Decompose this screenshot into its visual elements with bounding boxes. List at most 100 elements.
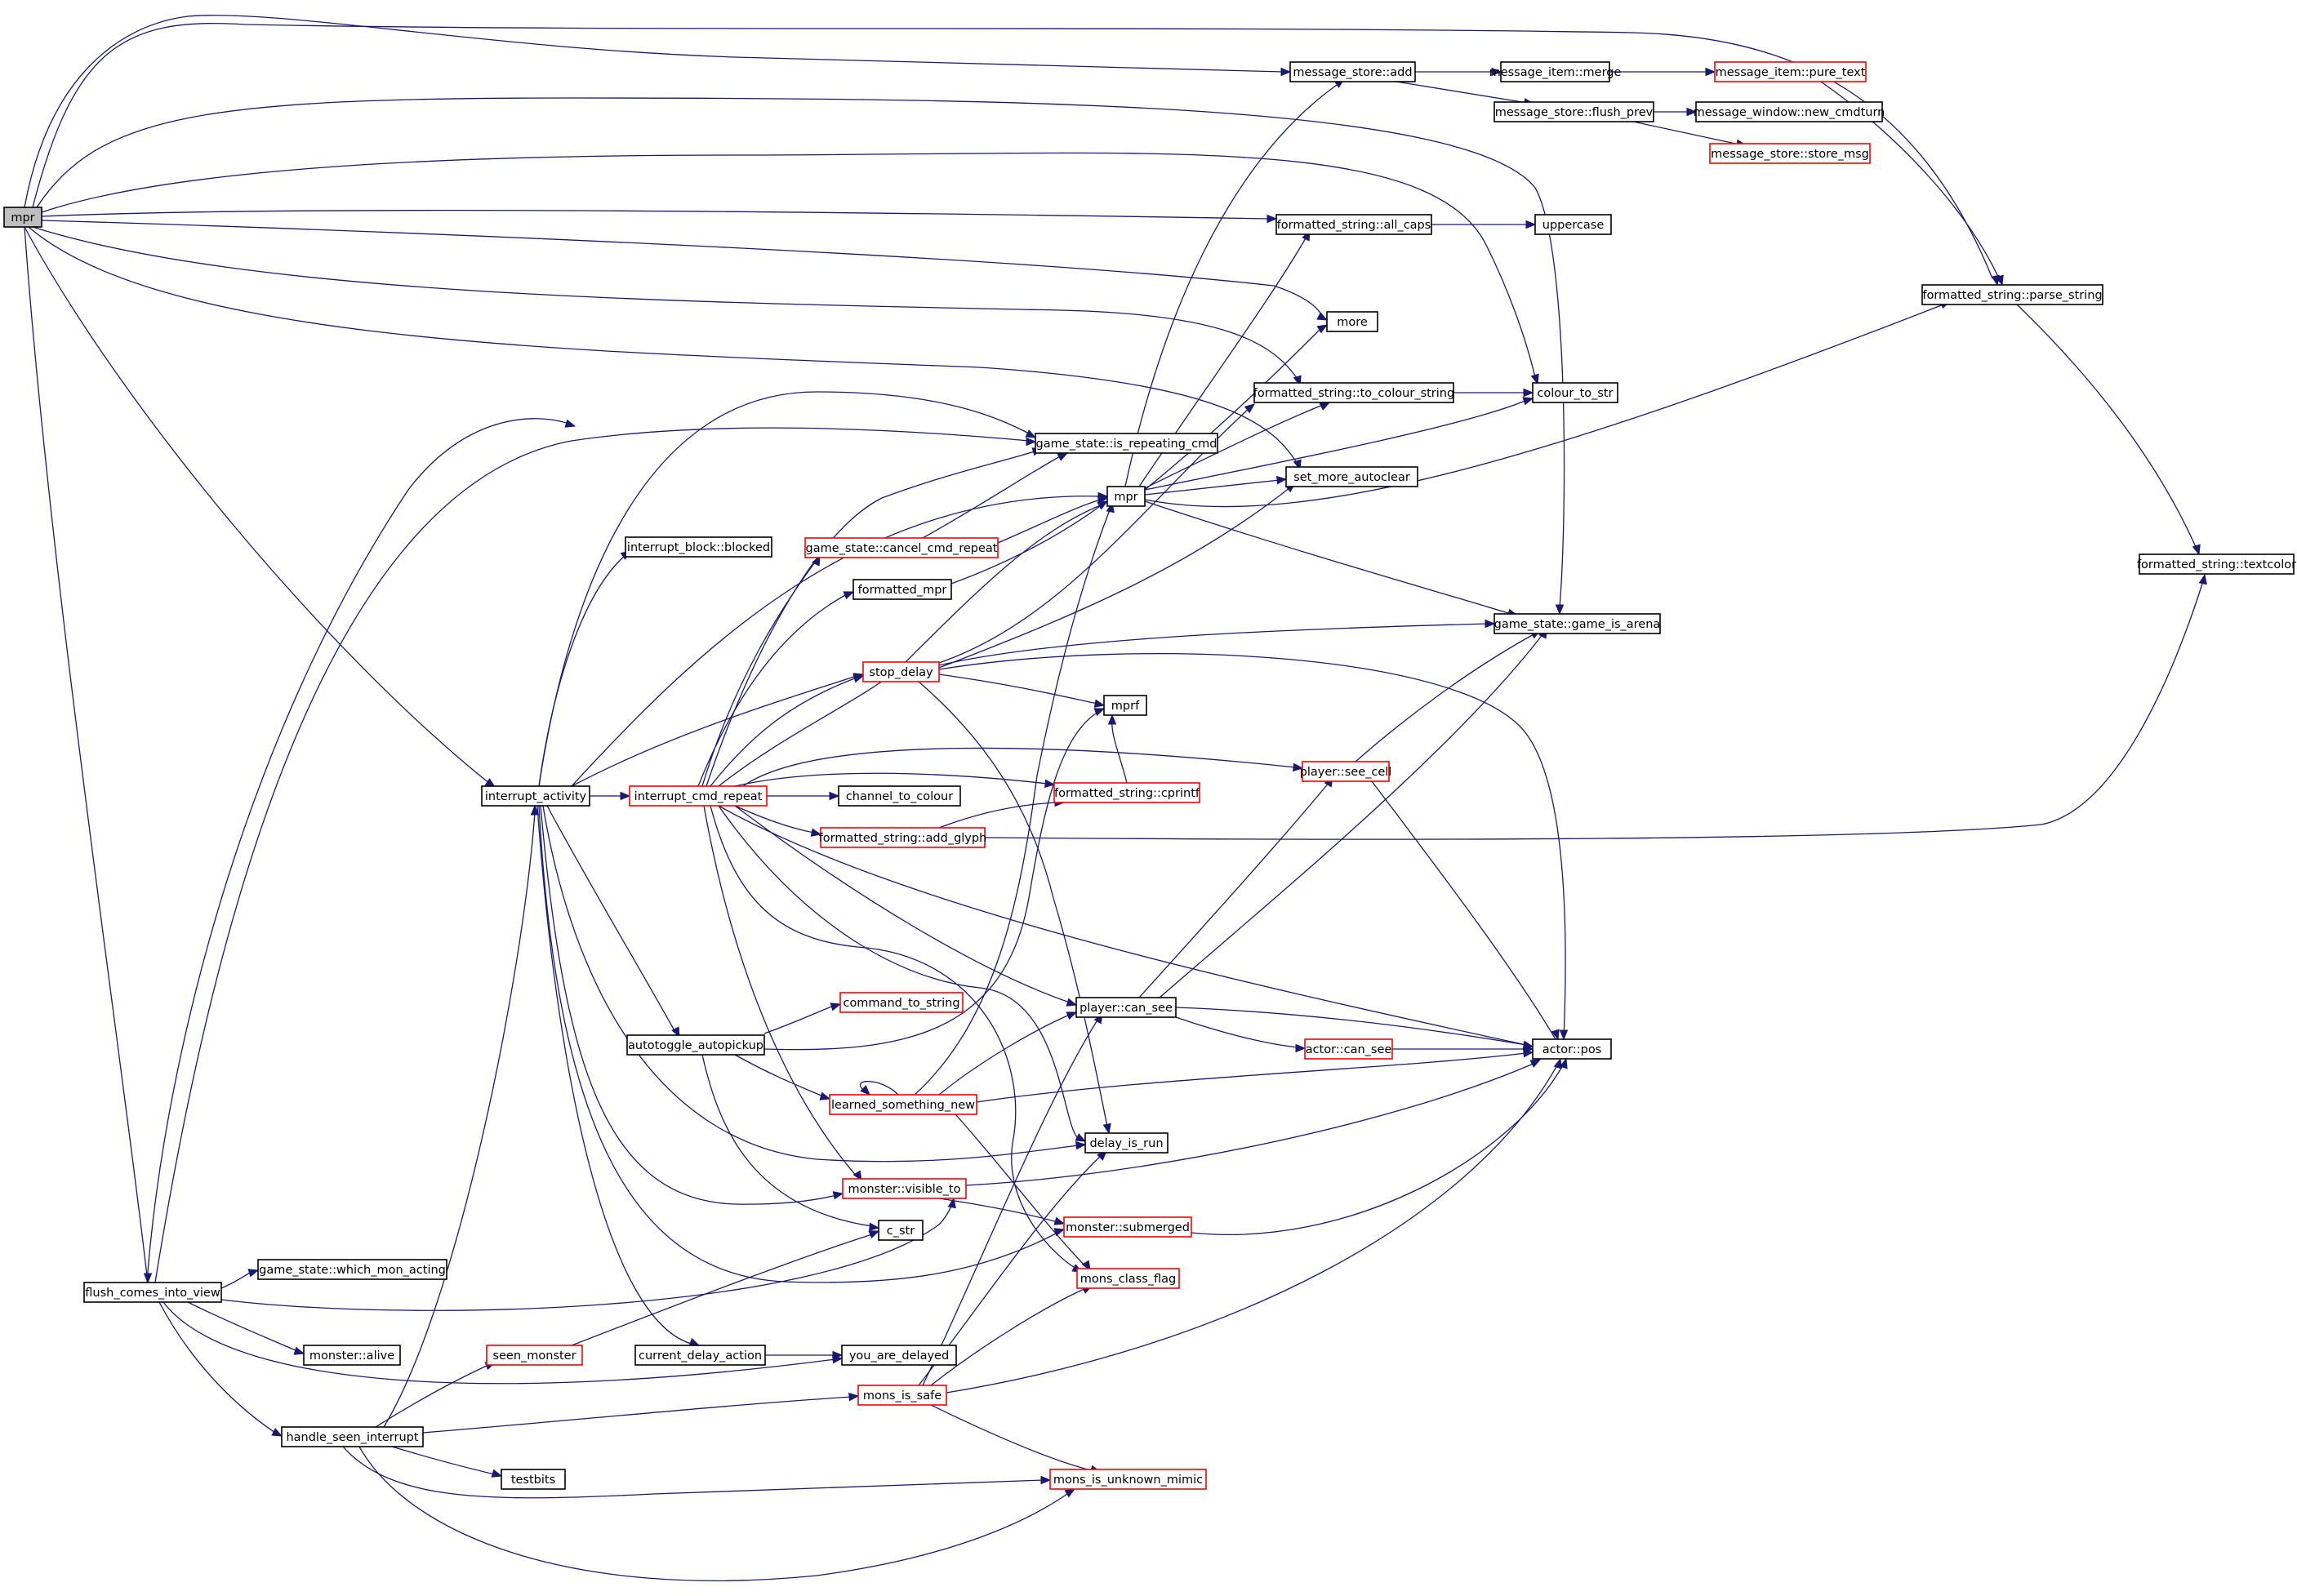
node-formatted-mpr[interactable]: formatted_mpr [852, 579, 952, 600]
node-fs-parse[interactable]: formatted_string::parse_string [1921, 284, 2103, 305]
node-box [481, 785, 590, 807]
node-mi-merge[interactable]: message_item::merge [1489, 61, 1622, 82]
arrowhead-stop_delay-to-actor_pos [1559, 1029, 1569, 1041]
arrowhead-mpr2-to-colour_to_str [1522, 397, 1534, 406]
edge-mon_submerged-to-actor_pos [1191, 1063, 1565, 1236]
edge-interrupt_activity-to-gs_isrep [538, 391, 1031, 787]
node-ib-blocked[interactable]: interrupt_block::blocked [625, 536, 772, 558]
node-player-cansee[interactable]: player::can_see [1075, 997, 1177, 1018]
node-actor-pos[interactable]: actor::pos [1532, 1038, 1612, 1060]
node-gs-isrep[interactable]: game_state::is_repeating_cmd [1035, 433, 1218, 454]
node-fs-cprintf[interactable]: formatted_string::cprintf [1053, 782, 1200, 803]
node-label: seen_monster [492, 1349, 576, 1363]
node-set-more[interactable]: set_more_autoclear [1285, 466, 1418, 487]
edge-interrupt_activity-to-ib_blocked [538, 554, 626, 787]
edge-interrupt_cmd-to-player_seecell [742, 747, 1297, 787]
node-learned[interactable]: learned_something_new [829, 1094, 977, 1115]
arrowhead-interrupt_cmd-to-fs_addglyph [810, 828, 822, 837]
edge-handle_seen-to-seen_monster [375, 1364, 489, 1428]
edge-interrupt_activity-to-delay_is_run [542, 805, 1080, 1163]
node-box [1035, 433, 1218, 454]
node-mon-alive[interactable]: monster::alive [303, 1345, 401, 1366]
node-flush[interactable]: flush_comes_into_view [83, 1282, 222, 1303]
node-box [1049, 1469, 1207, 1490]
node-colour-to-str[interactable]: colour_to_str [1532, 382, 1618, 403]
node-label: you_are_delayed [849, 1349, 949, 1363]
node-label: colour_to_str [1537, 387, 1613, 400]
edge-interrupt_cmd-to-delay_is_run [718, 805, 1080, 1140]
node-you-delayed[interactable]: you_are_delayed [841, 1345, 957, 1366]
node-mw-newcmd[interactable]: message_window::new_cmdturn [1694, 101, 1885, 122]
edge-interrupt_cmd-to-gs_isrep [706, 450, 1038, 787]
arrowhead-mon_submerged-to-actor_pos [1559, 1057, 1568, 1069]
node-mon-submerged[interactable]: monster::submerged [1063, 1216, 1192, 1238]
node-gs-arena[interactable]: game_state::game_is_arena [1493, 613, 1661, 634]
node-fs-addglyph[interactable]: formatted_string::add_glyph [819, 827, 987, 848]
arrowhead-stop_delay-to-delay_is_run [1102, 1123, 1111, 1135]
node-mprf[interactable]: mprf [1103, 695, 1147, 716]
edge-interrupt_activity-to-autotoggle [546, 805, 677, 1034]
node-autotoggle[interactable]: autotoggle_autopickup [626, 1034, 765, 1056]
node-box [878, 1220, 924, 1241]
arrowhead-interrupt_activity-to-cur_delay [688, 1337, 701, 1346]
node-label: more [1337, 316, 1368, 329]
node-delay-is-run[interactable]: delay_is_run [1084, 1132, 1169, 1154]
arrowhead-mpr_root-to-fs_parse [1991, 274, 2000, 287]
edge-mpr_root-to-flush [24, 226, 148, 1277]
edge-learned-to-mons_class_flag [955, 1114, 1087, 1268]
node-label: game_state::cancel_cmd_repeat [806, 542, 998, 555]
node-c-str[interactable]: c_str [878, 1220, 924, 1241]
node-mpr2[interactable]: mpr [1106, 486, 1146, 507]
node-label: uppercase [1542, 219, 1605, 232]
node-label: game_state::game_is_arena [1494, 618, 1661, 631]
node-box [1695, 101, 1883, 122]
node-label: autotoggle_autopickup [628, 1039, 763, 1052]
node-fs-textcolor[interactable]: formatted_string::textcolor [2137, 553, 2296, 575]
edge-mpr_root-to-ms_add [24, 15, 1284, 208]
edge-mpr_root-to-interrupt_activity [24, 226, 491, 785]
node-mons-class-flag[interactable]: mons_class_flag [1076, 1268, 1180, 1289]
node-ms-flush[interactable]: message_store::flush_prev [1493, 101, 1654, 122]
node-interrupt-activity[interactable]: interrupt_activity [481, 785, 590, 807]
arrowhead-flush-to-gs_isrep [1026, 437, 1037, 447]
arrowhead-seen_monster-to-c_str [868, 1230, 880, 1239]
node-mons-mimic[interactable]: mons_is_unknown_mimic [1049, 1469, 1207, 1490]
node-gs-which[interactable]: game_state::which_mon_acting [257, 1259, 447, 1280]
arrowhead-autotoggle-to-cmd_to_string [830, 1003, 842, 1011]
node-label: interrupt_block::blocked [627, 541, 770, 554]
node-seen-monster[interactable]: seen_monster [486, 1345, 583, 1366]
node-actor-cansee[interactable]: actor::can_see [1304, 1038, 1393, 1060]
node-fs-tocolour[interactable]: formatted_string::to_colour_string [1253, 382, 1454, 403]
node-mi-pure[interactable]: message_item::pure_text [1714, 61, 1867, 82]
node-ms-store[interactable]: message_store::store_msg [1709, 143, 1871, 164]
node-box [257, 1259, 447, 1280]
edge-mpr_root-to-fs_tocolour [32, 226, 1299, 381]
node-fs-allcaps[interactable]: formatted_string::all_caps [1275, 214, 1432, 235]
node-player-seecell[interactable]: player::see_cell [1300, 761, 1392, 782]
node-interrupt-cmd[interactable]: interrupt_cmd_repeat [629, 785, 768, 807]
edge-stop_delay-to-delay_is_run [918, 681, 1108, 1127]
edge-mpr2-to-colour_to_str [1144, 399, 1528, 491]
arrowhead-interrupt_cmd-to-mpr2 [1097, 500, 1109, 509]
node-mons-is-safe[interactable]: mons_is_safe [857, 1385, 947, 1406]
node-handle-seen[interactable]: handle_seen_interrupt [281, 1426, 424, 1447]
arrowhead-player_cansee-to-actor_cansee [1295, 1043, 1307, 1053]
node-label: game_state::which_mon_acting [259, 1264, 446, 1277]
arrowhead-interrupt_cmd-to-player_cansee [1066, 998, 1078, 1007]
node-cmd-to-string[interactable]: command_to_string [839, 992, 964, 1013]
node-mon-visible[interactable]: monster::visible_to [842, 1178, 967, 1199]
arrowhead-mpr2-to-set_more [1276, 475, 1288, 485]
node-more[interactable]: more [1326, 311, 1378, 332]
node-mpr-root[interactable]: mpr [3, 207, 42, 228]
node-label: channel_to_colour [846, 790, 953, 803]
node-gs-cancel[interactable]: game_state::cancel_cmd_repeat [804, 537, 999, 558]
node-testbits[interactable]: testbits [501, 1469, 566, 1490]
node-cur-delay[interactable]: current_delay_action [634, 1345, 766, 1366]
edge-flush-to-handle_seen [158, 1301, 276, 1434]
node-stop-delay[interactable]: stop_delay [862, 661, 940, 682]
node-ms-add[interactable]: message_store::add [1289, 61, 1416, 82]
node-box [838, 785, 961, 807]
node-channel[interactable]: channel_to_colour [838, 785, 961, 807]
node-uppercase[interactable]: uppercase [1534, 214, 1612, 235]
edge-mpr2-to-gs_arena [1144, 500, 1511, 615]
